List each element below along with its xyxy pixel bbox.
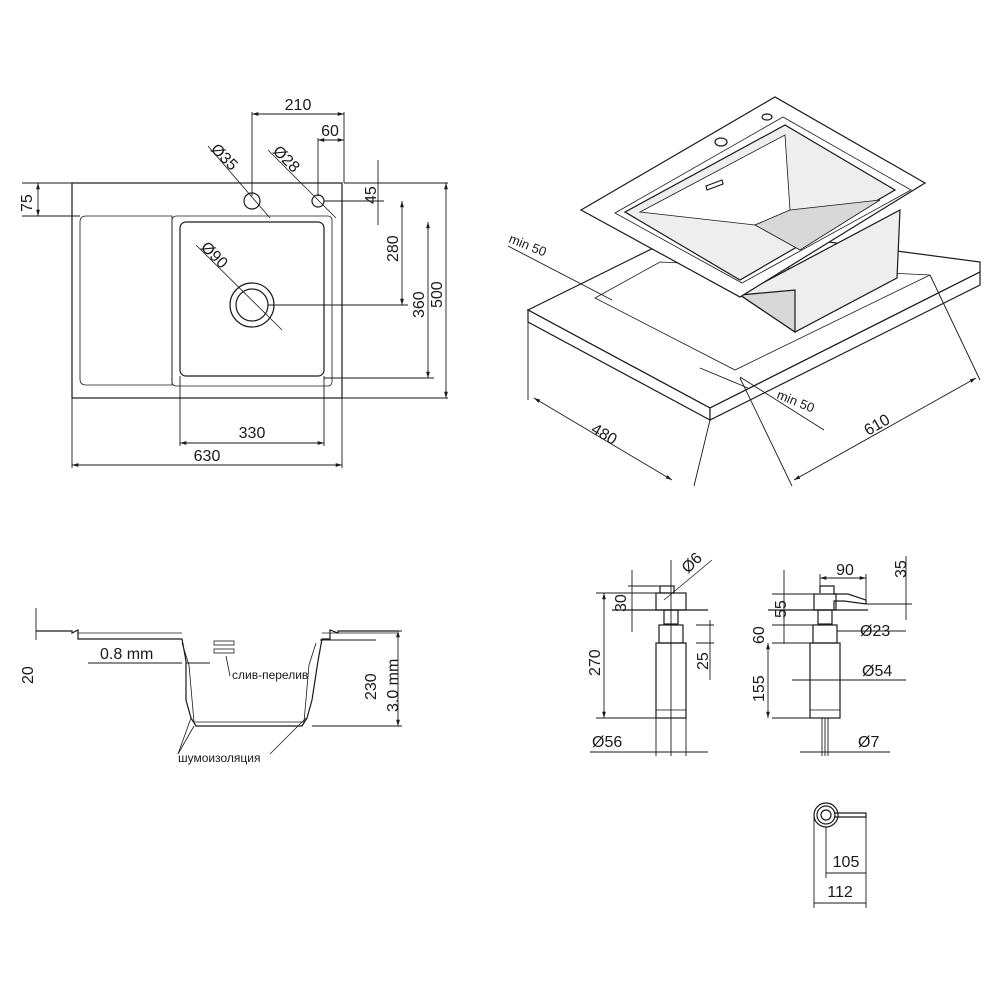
sink-outline [71,182,343,399]
dispenser-hole-iso [761,113,773,121]
bowl-bottom [754,199,881,251]
bowl-front [738,289,796,334]
dim-25: 25 [695,652,712,670]
drain-outer [229,282,275,328]
dim-610: 610 [862,411,894,439]
dispenser-head-right [813,593,837,611]
dispenser-spout-top [834,812,867,818]
dim-230: 230 [363,673,380,700]
section-view: 20 0.8 mm слив-перелив 230 3.0 mm шумоиз… [20,608,402,765]
dispenser-collar-right [817,609,833,625]
dim-20: 20 [20,666,37,684]
dispenser-top-view: 105 112 [813,802,867,908]
dim-d23: Ø23 [860,623,890,640]
dim-30mm: 3.0 mm [385,659,402,712]
dispenser-left: Ø6 30 270 25 Ø56 [587,550,714,756]
dim-155: 155 [751,675,768,702]
inner-border [171,215,333,387]
dim-112: 112 [827,884,853,901]
dim-45: 45 [363,186,380,204]
dim-75: 75 [19,194,36,212]
dim-90: 90 [836,562,854,579]
dim-d54: Ø54 [862,663,892,680]
dispenser-spout [819,585,867,610]
isometric-view: min 50 min 50 480 610 [507,96,981,487]
dim-d28: Ø28 [269,143,302,176]
dim-d56: Ø56 [592,734,622,751]
overflow-iso [705,179,724,191]
bowl [179,221,325,377]
dim-210: 210 [285,97,312,114]
dim-55: 55 [773,600,790,618]
dispenser-nut-right [812,624,838,644]
dim-270: 270 [587,649,604,676]
dim-35-right: 35 [893,560,910,578]
dim-500: 500 [429,281,446,308]
dim-105: 105 [833,854,860,871]
dim-60-right: 60 [751,626,768,644]
overflow-label: слив-перелив [232,668,308,682]
dispenser-top [659,585,675,594]
countertop-side [709,271,981,421]
top-view: 210 60 Ø35 Ø28 75 45 280 360 500 Ø90 330… [19,97,448,468]
dim-min50-b: min 50 [775,387,817,416]
dim-d35: Ø35 [207,141,240,174]
dim-360: 360 [411,291,428,318]
dim-min50-a: min 50 [507,231,549,260]
overflow-slot [213,640,235,646]
dim-330: 330 [239,425,266,442]
flange-inner [614,116,912,284]
dispenser-right: 90 35 55 60 Ø23 155 Ø54 Ø7 [751,556,912,756]
dim-280: 280 [385,235,402,262]
dispenser-bottle-right [809,642,841,719]
dim-08mm: 0.8 mm [100,646,153,663]
dispenser-hole [311,194,325,208]
dim-d7: Ø7 [858,734,879,751]
dispenser-ring-mid [816,805,836,825]
dim-630: 630 [194,448,221,465]
dim-60: 60 [321,123,339,140]
dim-d6: Ø6 [679,550,706,577]
drain-inner [235,288,269,322]
dim-d90: Ø90 [197,239,230,272]
mixer-hole-iso [714,137,728,147]
sink-inner [181,642,317,723]
dim-480: 480 [588,421,620,449]
dim-30: 30 [613,594,630,612]
insulation-label: шумоизоляция [178,751,260,765]
sink-profile [36,629,397,727]
drainboard [79,215,173,386]
dispenser-ring-inner [820,809,832,821]
